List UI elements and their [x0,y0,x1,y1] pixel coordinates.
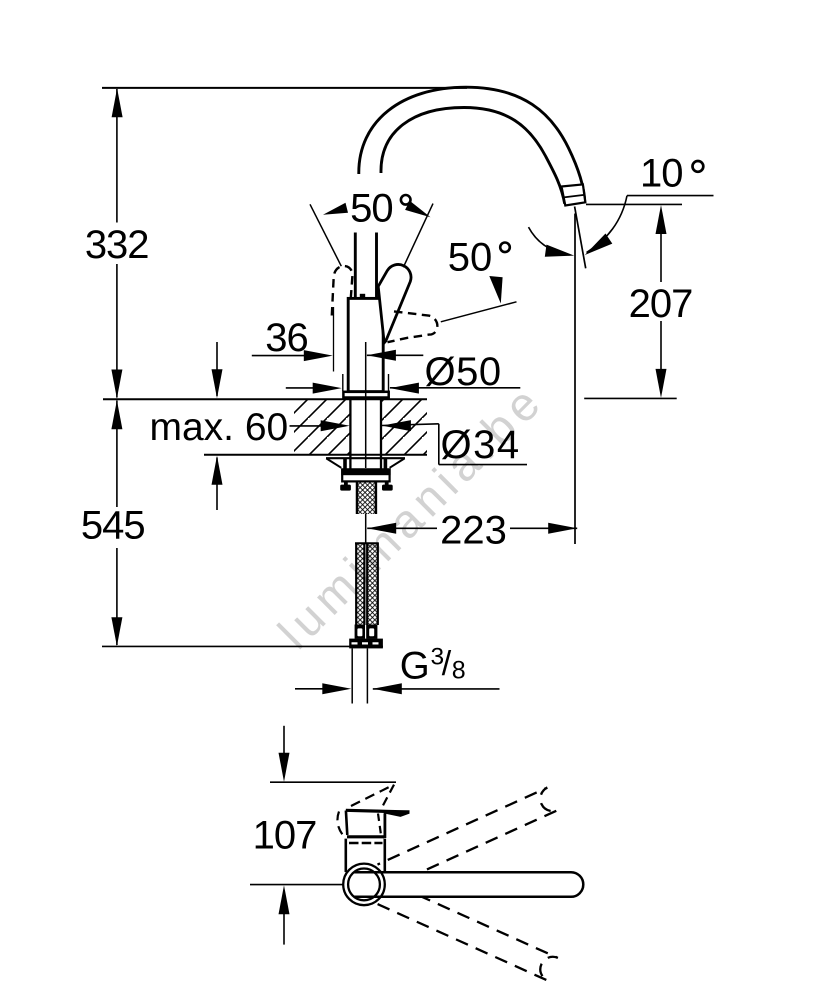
svg-text:223: 223 [440,509,507,553]
svg-text:107: 107 [253,814,317,858]
svg-text:545: 545 [81,504,145,548]
svg-text:/: / [442,645,452,683]
svg-text:207: 207 [629,282,693,326]
svg-text:50: 50 [350,186,393,230]
svg-text:Ø34: Ø34 [441,423,521,467]
svg-text:332: 332 [85,223,149,267]
svg-text:3: 3 [431,643,445,670]
svg-text:max. 60: max. 60 [150,406,289,449]
svg-text:8: 8 [452,657,466,685]
svg-text:50: 50 [448,236,493,280]
svg-text:36: 36 [265,316,308,360]
svg-text:Ø50: Ø50 [425,350,502,394]
svg-text:G: G [400,645,430,688]
svg-text:10: 10 [640,152,683,196]
